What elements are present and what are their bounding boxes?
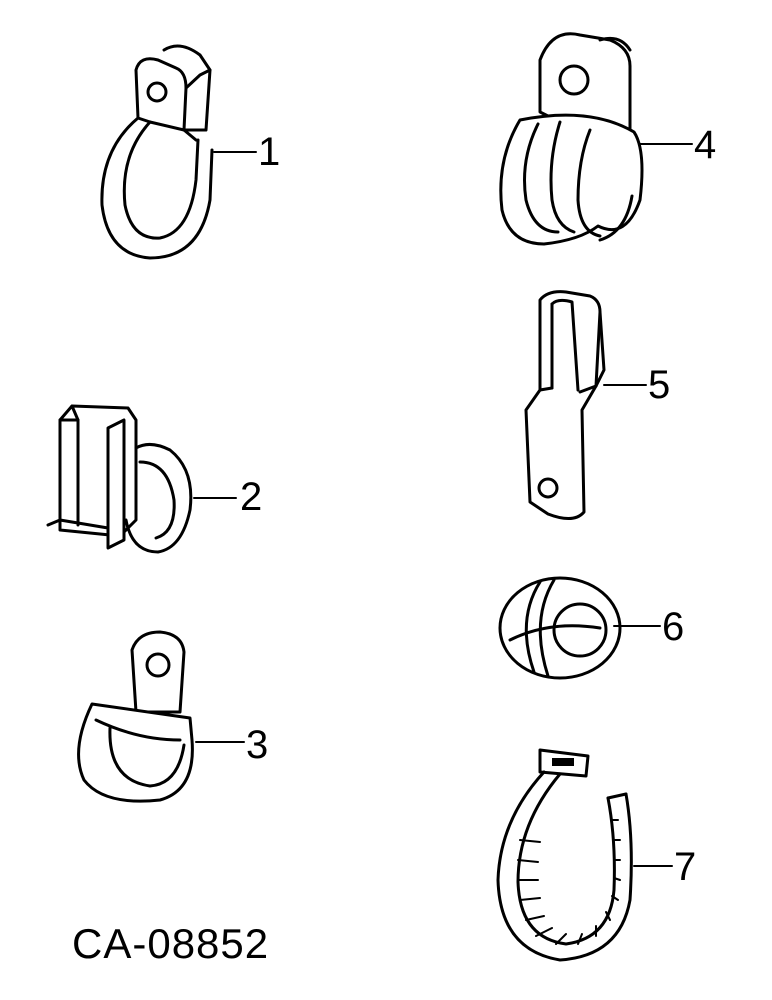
grommet-icon — [498, 576, 622, 680]
callout-4: 4 — [694, 123, 716, 167]
callout-1: 1 — [258, 130, 280, 174]
p-clamp-icon — [100, 44, 214, 260]
callout-3: 3 — [246, 723, 268, 767]
callout-7: 7 — [674, 845, 696, 889]
cushioned-clamp-icon — [499, 32, 644, 246]
cable-clip-icon — [46, 404, 193, 554]
slotted-clip-icon — [524, 290, 606, 520]
callout-6: 6 — [662, 605, 684, 649]
drawing-id: CA-08852 — [72, 920, 269, 967]
cable-tie-icon — [496, 748, 633, 962]
tab-clamp-icon — [77, 630, 194, 803]
callout-2: 2 — [240, 475, 262, 519]
callout-5: 5 — [648, 363, 670, 407]
